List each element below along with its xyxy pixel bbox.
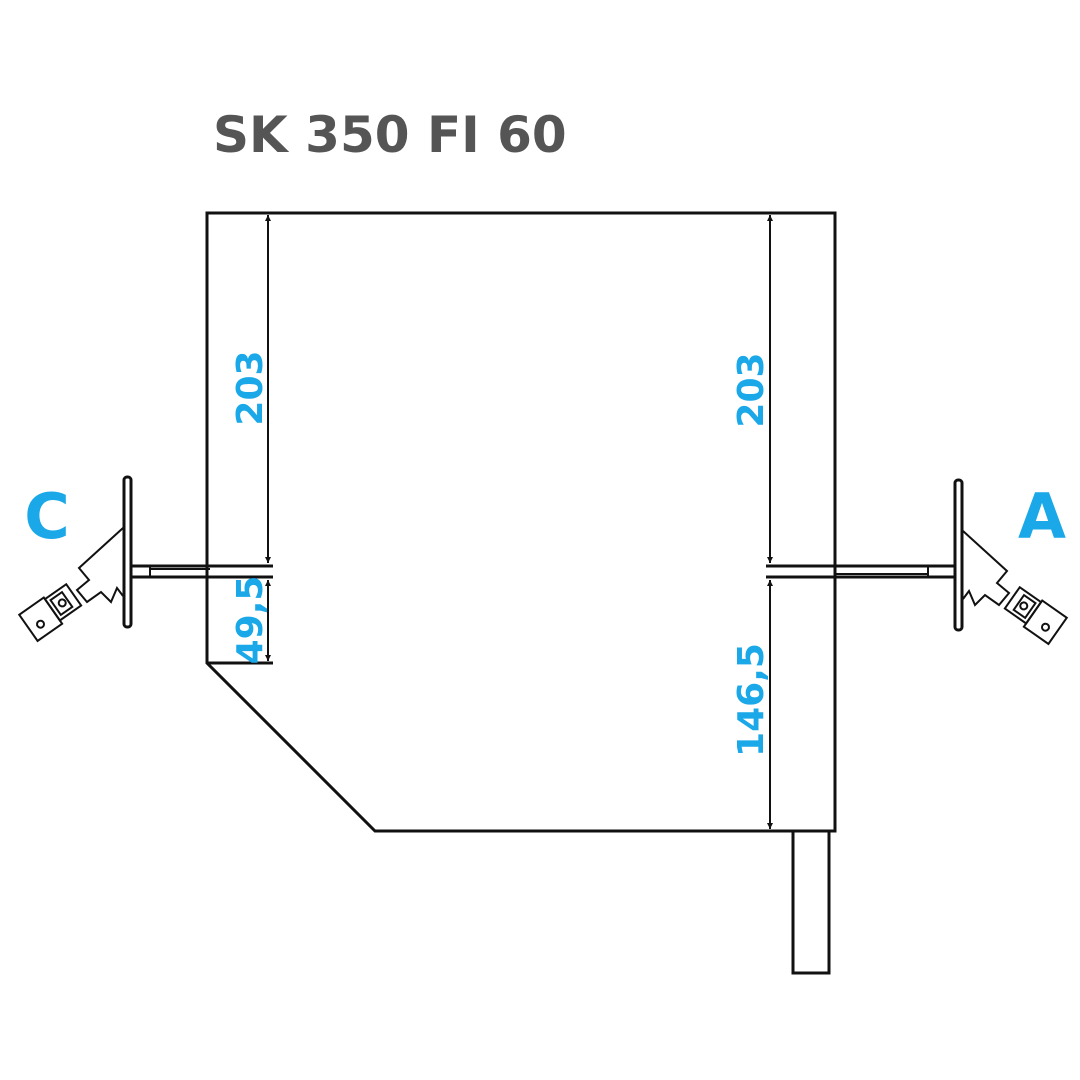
support-leg	[791, 829, 831, 975]
label-a: A	[1018, 480, 1066, 553]
dim-text-left-upper: 203	[230, 350, 271, 425]
dim-text-right-lower: 146,5	[731, 643, 772, 757]
drawing-title: SK 350 FI 60	[213, 106, 567, 164]
bracket-c	[18, 475, 133, 642]
dim-text-right-upper: 203	[731, 352, 772, 427]
bracket-a	[953, 478, 1068, 645]
dim-text-left-lower: 49,5	[230, 576, 271, 665]
label-c: C	[24, 480, 70, 553]
left-mounting-rail	[131, 564, 273, 579]
housing-outline	[205, 211, 837, 833]
right-mounting-rail	[766, 564, 955, 579]
